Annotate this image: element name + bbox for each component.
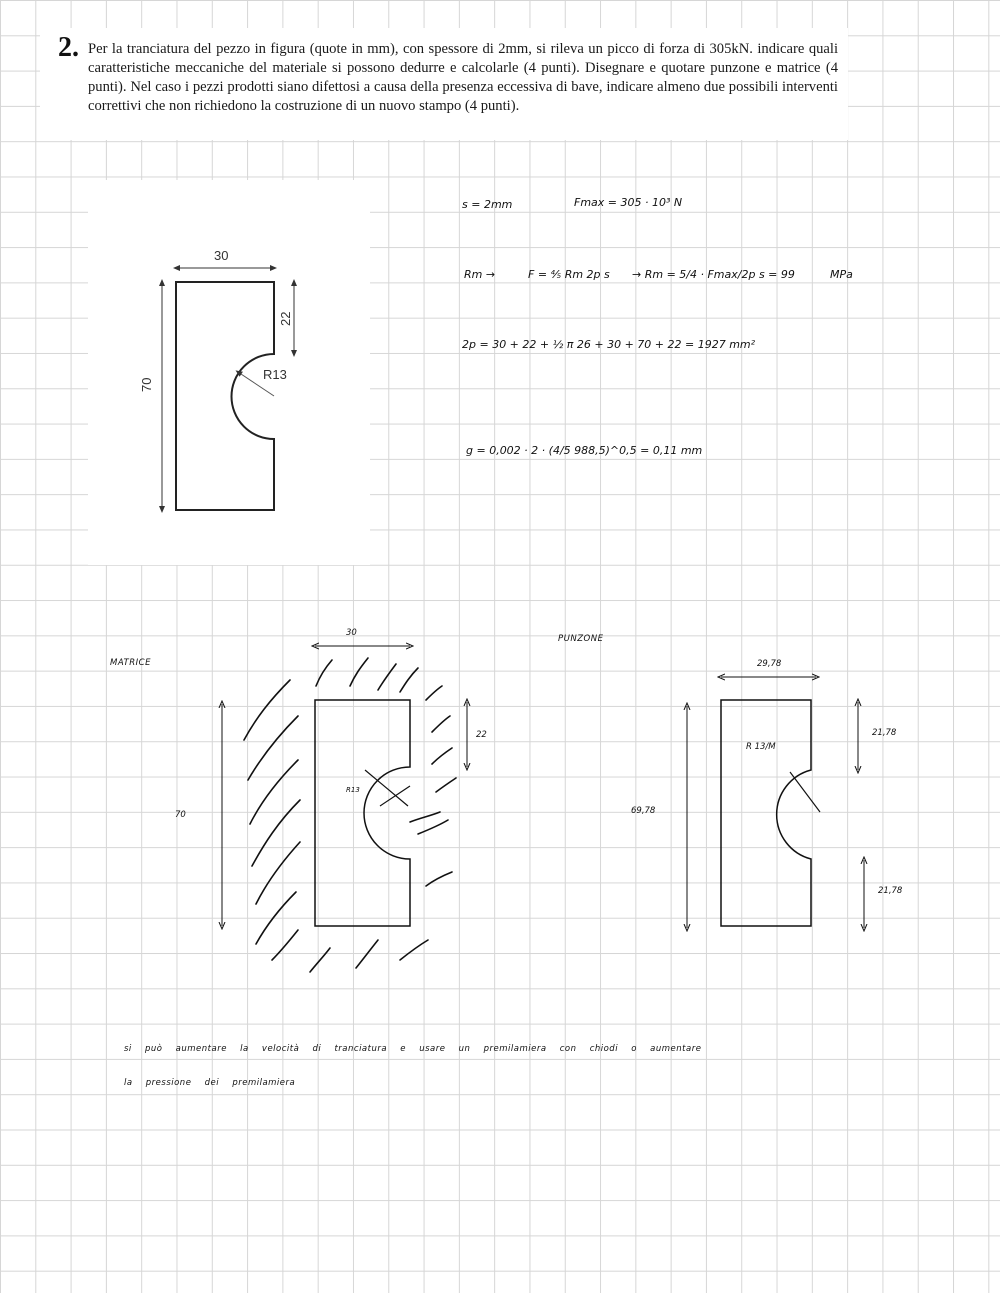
note-rm-result: → Rm = 5/4 · Fmax/2p s = 99 bbox=[632, 268, 795, 281]
matrice-width-label: 30 bbox=[346, 628, 357, 638]
note-thickness: s = 2mm bbox=[462, 198, 513, 211]
note-force: Fmax = 305 · 10³ N bbox=[574, 196, 683, 209]
matrice-label: MATRICE bbox=[110, 658, 151, 668]
punzone-label: PUNZONE bbox=[558, 634, 604, 644]
punzone-radius-leader bbox=[789, 771, 821, 813]
radius-label: R13 bbox=[263, 367, 287, 382]
part-outline bbox=[175, 281, 275, 511]
matrice-outline bbox=[314, 699, 411, 927]
punzone-outline bbox=[720, 699, 812, 927]
part-figure-drawing: 30 70 22 R13 bbox=[139, 248, 297, 513]
punzone-width-label: 29,78 bbox=[757, 659, 782, 669]
note-perimeter: 2p = 30 + 22 + ½ π 26 + 30 + 70 + 22 = 1… bbox=[462, 338, 756, 351]
punzone-seg-bottom-label: 21,78 bbox=[878, 886, 903, 896]
note-gap: g = 0,002 · 2 · (4/5 988,5)^0,5 = 0,11 m… bbox=[466, 444, 703, 457]
answer-line-1: si può aumentare la velocità di tranciat… bbox=[124, 1044, 702, 1054]
matrice-hatching bbox=[243, 657, 457, 973]
note-rm-unit: MPa bbox=[830, 268, 853, 281]
note-force-formula: F = ⅘ Rm 2p s bbox=[528, 268, 610, 281]
answer-line-2: la pressione dei premilamiera bbox=[124, 1078, 296, 1088]
matrice-radius-leader-b bbox=[379, 785, 411, 807]
matrice-seg-label: 22 bbox=[476, 730, 487, 740]
question-text: Per la tranciatura del pezzo in figura (… bbox=[88, 41, 838, 114]
radius-leader bbox=[235, 370, 275, 397]
matrice-height-label: 70 bbox=[175, 810, 186, 820]
matrice-radius-label: R13 bbox=[346, 786, 360, 794]
question-number: 2. bbox=[58, 32, 79, 63]
width-dimension-label: 30 bbox=[214, 248, 228, 263]
height-dimension-label: 70 bbox=[139, 378, 154, 392]
matrice-radius-leader-a bbox=[364, 769, 409, 807]
part-figure: 30 70 22 R13 bbox=[88, 180, 370, 565]
note-rm-arrow: Rm → bbox=[464, 268, 496, 281]
top-seg-dimension-label: 22 bbox=[278, 312, 293, 326]
punzone-radius-label: R 13/M bbox=[746, 742, 776, 752]
question-box: 2. Per la tranciatura del pezzo in figur… bbox=[40, 28, 848, 140]
punzone-seg-top-label: 21,78 bbox=[872, 728, 897, 738]
punzone-height-label: 69,78 bbox=[631, 806, 656, 816]
